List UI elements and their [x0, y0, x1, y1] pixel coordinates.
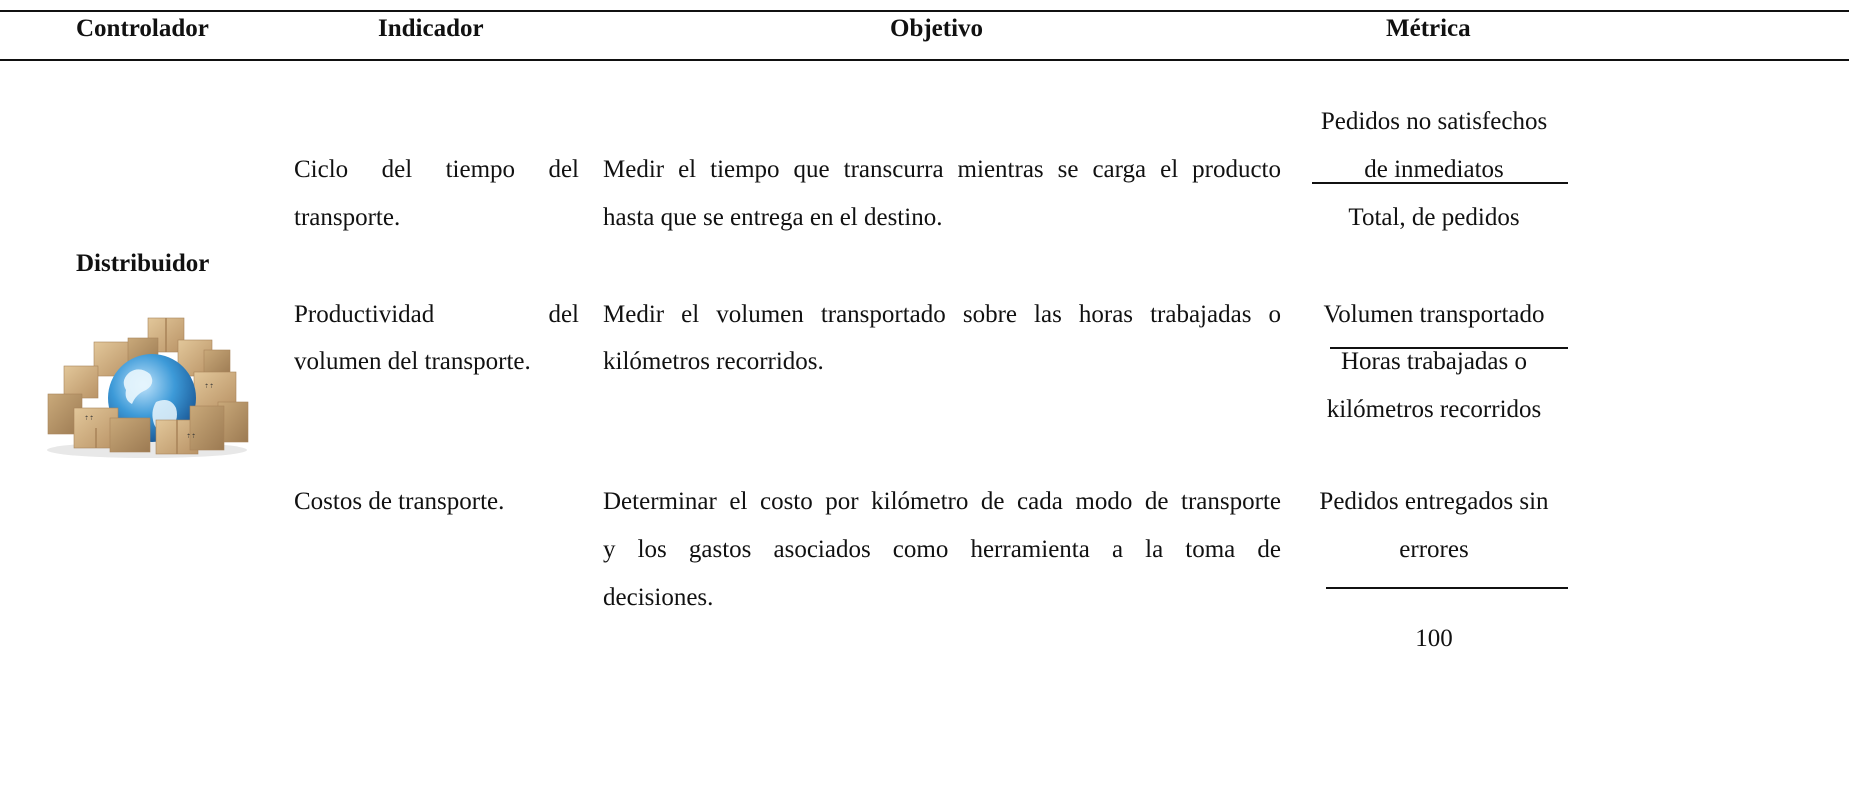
row2-indicator-line2: volumen del transporte. [294, 348, 531, 375]
table-top-rule [0, 10, 1849, 12]
header-controller: Controlador [76, 15, 209, 42]
row1-metric-numerator-line1: Pedidos no satisfechos [1320, 108, 1548, 135]
controller-label: Distribuidor [76, 250, 210, 277]
row1-indicator-line1: Ciclo del tiempo del [294, 156, 579, 183]
row3-metric-numerator-line1: Pedidos entregados sin [1319, 488, 1549, 515]
row1-objective-line1: Medir el tiempo que transcurra mientras … [603, 156, 1281, 183]
table-header-rule [0, 59, 1849, 61]
row2-metric-denominator-line2: kilómetros recorridos [1326, 396, 1542, 423]
row2-indicator-line1: Productividad del [294, 301, 579, 328]
row2-fraction-bar [1330, 347, 1568, 349]
row1-metric-denominator: Total, de pedidos [1348, 204, 1520, 231]
svg-text:⇡⇡: ⇡⇡ [186, 433, 196, 440]
boxes-globe-icon: ⇡⇡ ⇡⇡ ⇡⇡ [44, 310, 250, 467]
row2-metric-denominator-line1: Horas trabajadas o [1340, 348, 1528, 375]
header-indicator: Indicador [378, 15, 484, 42]
row3-objective-line1: Determinar el costo por kilómetro de cad… [603, 488, 1281, 515]
row3-objective-line3: decisiones. [603, 584, 714, 611]
row3-metric-denominator: 100 [1415, 625, 1453, 652]
row2-objective-line2: kilómetros recorridos. [603, 348, 824, 375]
row3-indicator: Costos de transporte. [294, 488, 505, 515]
row1-indicator-line2: transporte. [294, 204, 401, 231]
row2-objective-line1: Medir el volumen transportado sobre las … [603, 301, 1281, 328]
row2-metric-numerator: Volumen transportado [1323, 301, 1545, 328]
row3-objective-line2: y los gastos asociados como herramienta … [603, 536, 1281, 563]
svg-text:⇡⇡: ⇡⇡ [84, 415, 94, 422]
row1-objective-line2: hasta que se entrega en el destino. [603, 204, 943, 231]
row3-metric-numerator-line2: errores [1399, 536, 1469, 563]
row3-fraction-bar [1326, 587, 1568, 589]
header-objective: Objetivo [890, 15, 984, 42]
header-metric: Métrica [1386, 15, 1471, 42]
svg-text:⇡⇡: ⇡⇡ [204, 383, 214, 390]
row1-metric-numerator-line2: de inmediatos [1364, 156, 1504, 183]
row1-fraction-bar [1312, 182, 1568, 184]
